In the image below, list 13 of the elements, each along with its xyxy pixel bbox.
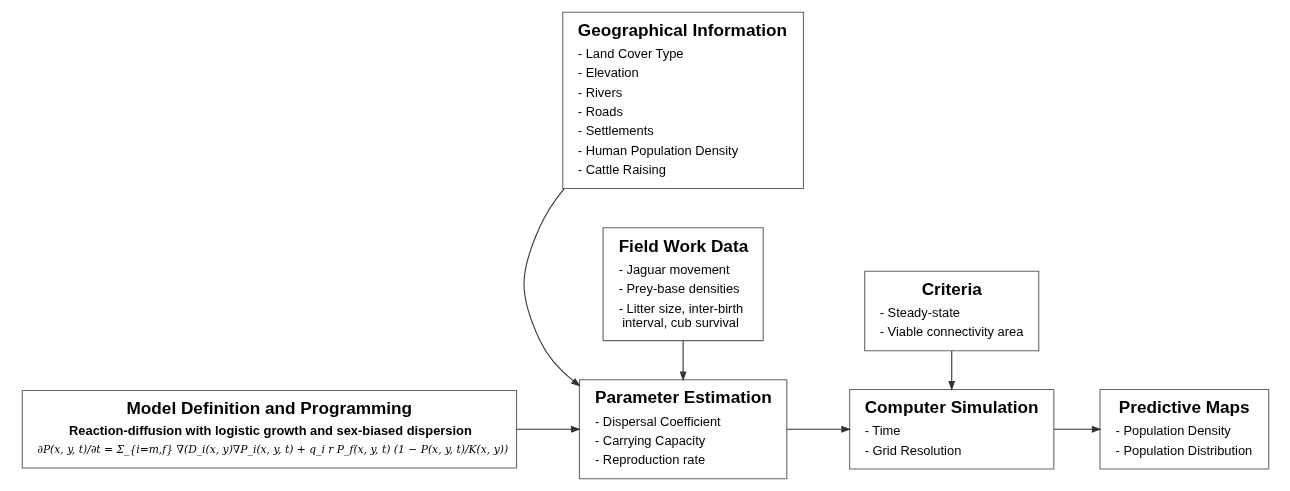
- arrow: [522, 188, 581, 387]
- arrow: [947, 350, 955, 391]
- arrow: [785, 425, 851, 433]
- node-box: Predictive Maps - Population Density - Population Distribution: [1098, 388, 1269, 470]
- arrow: [679, 340, 686, 382]
- node-box: Parameter Estimation - Dispersal Coefficient - Carrying Capacity - Reproduction rate: [578, 379, 787, 480]
- arrow: [515, 425, 581, 433]
- node-box: Computer Simulation - Time - Grid Resolution: [848, 388, 1054, 470]
- node-box: Model Definition and Programming Reaction-diffusion with logistic growth and sex-biased dispersion ∂P(x, y, t)/∂t = Σ_{i=m,f} ∇(D_i(x, y)∇P_i(x, y, t) + q_i r P_f(x, y, t) (1 − P(x, y, t)/K(x, y)): [21, 390, 517, 469]
- node-box: Geographical Information - Land Cover Type - Elevation - Rivers - Roads - Settlements - Human Population Density - Cattle Raising: [561, 11, 804, 190]
- arrow: [1052, 425, 1101, 433]
- node-box: Criteria - Steady-state - Viable connectivity area: [863, 270, 1039, 352]
- node-box: Field Work Data - Jaguar movement - Prey-base densities - Litter size, inter-birth interval, cub survival: [602, 227, 764, 342]
